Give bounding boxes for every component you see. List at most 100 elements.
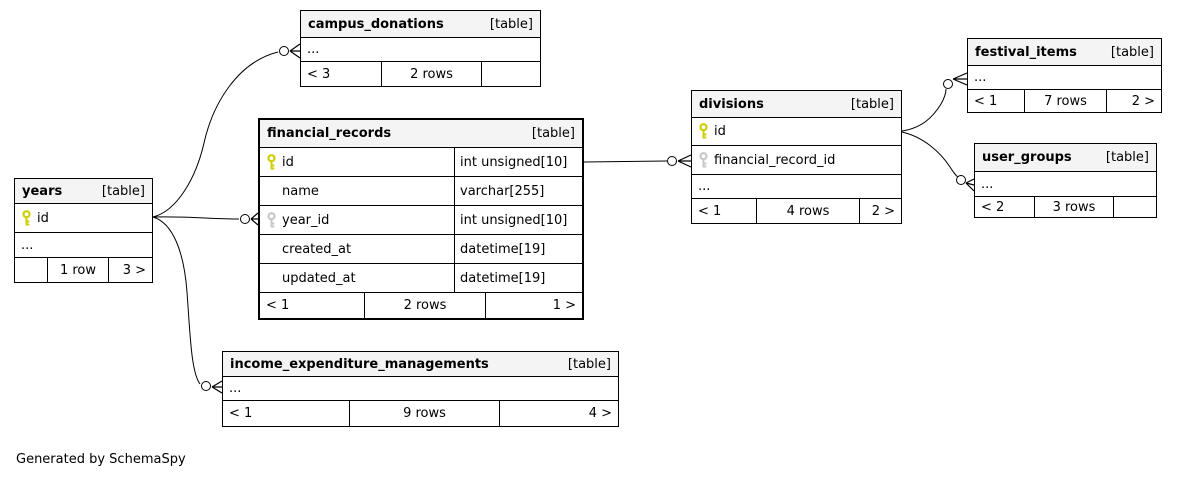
table-name[interactable]: user_groups [982, 150, 1072, 165]
table-header: festival_items [table] [968, 39, 1161, 66]
crow-foot-icon [211, 380, 223, 394]
table-years[interactable]: years [table] id ... 1 row 3 > [14, 178, 153, 283]
zero-or-one-circle-icon [956, 175, 966, 185]
primary-key-icon [15, 209, 37, 227]
table-header: divisions [table] [692, 91, 901, 118]
column-name: name [282, 183, 319, 199]
edge-years-income-expenditure [152, 216, 223, 394]
table-campus-donations[interactable]: campus_donations [table] ... < 3 2 rows [300, 10, 541, 87]
footer-parents-count: < 2 [981, 199, 1005, 215]
table-footer: 1 row 3 > [15, 258, 152, 282]
footer-children-count: 2 > [859, 199, 901, 223]
footer-parents-count: < 1 [229, 406, 253, 421]
table-header: years [table] [15, 179, 152, 204]
table-footer: < 2 3 rows [975, 197, 1156, 217]
column-row: ... [15, 233, 152, 258]
table-footer: < 1 9 rows 4 > [223, 401, 618, 426]
footer-row-count: 9 rows [349, 401, 499, 426]
table-footer: < 1 4 rows 2 > [692, 199, 901, 223]
zero-or-one-circle-icon [201, 381, 211, 391]
table-footer: < 3 2 rows [301, 62, 540, 86]
table-header: financial_records [table] [260, 120, 582, 148]
footer-parents-count: < 3 [307, 66, 331, 82]
table-type-tag: [table] [850, 96, 894, 112]
table-divisions[interactable]: divisions [table] id financial_record_id… [691, 90, 902, 224]
crow-foot-icon [289, 43, 301, 59]
table-type-tag: [table] [567, 356, 611, 372]
table-type-tag: [table] [489, 16, 533, 32]
column-name: id [282, 154, 294, 170]
column-name: year_id [282, 212, 330, 228]
zero-or-one-circle-icon [240, 214, 250, 224]
foreign-key-icon [692, 151, 714, 169]
column-row: id [692, 118, 901, 146]
table-header: income_expenditure_managements [table] [223, 352, 618, 377]
column-row: id [15, 204, 152, 233]
table-financial-records[interactable]: financial_records [table] id int unsigne… [258, 118, 584, 320]
column-row: ... [223, 377, 618, 401]
column-type: datetime[19] [454, 264, 582, 292]
column-name: ... [307, 42, 320, 57]
zero-or-one-circle-icon [943, 79, 953, 89]
footer-children-count: 4 > [499, 401, 618, 426]
column-type: int unsigned[10] [454, 148, 582, 176]
zero-or-one-circle-icon [279, 46, 289, 56]
edge-divisions-user-groups [901, 131, 975, 192]
crow-foot-icon [677, 154, 692, 168]
footer-row-count: 4 rows [756, 199, 859, 223]
table-type-tag: [table] [1105, 150, 1149, 165]
column-name: ... [981, 176, 994, 192]
primary-key-icon [260, 153, 282, 171]
table-type-tag: [table] [531, 126, 575, 141]
edge-years-campus-donations [152, 43, 301, 218]
footer-parents-count: < 1 [266, 298, 290, 313]
crow-foot-icon [952, 72, 968, 86]
column-name: id [37, 210, 49, 226]
generator-note: Generated by SchemaSpy [16, 452, 186, 467]
table-type-tag: [table] [101, 183, 145, 199]
column-row: financial_record_id [692, 146, 901, 175]
column-row: created_at datetime[19] [260, 235, 582, 264]
table-footer: < 1 2 rows 1 > [260, 293, 582, 318]
column-row: name varchar[255] [260, 177, 582, 206]
table-name[interactable]: divisions [699, 96, 764, 112]
column-row: ... [968, 66, 1161, 90]
table-footer: < 1 7 rows 2 > [968, 90, 1161, 112]
table-header: campus_donations [table] [301, 11, 540, 38]
column-name: created_at [282, 241, 352, 257]
table-name[interactable]: campus_donations [308, 16, 444, 32]
footer-children-count [481, 62, 540, 86]
table-name[interactable]: financial_records [267, 126, 392, 141]
column-name: financial_record_id [714, 152, 836, 168]
edge-years-financial-records [152, 212, 259, 226]
column-name: ... [229, 381, 242, 396]
primary-key-icon [692, 123, 714, 140]
table-name[interactable]: income_expenditure_managements [230, 356, 489, 372]
footer-row-count: 1 row [47, 258, 108, 282]
footer-children-count: 1 > [485, 293, 582, 318]
edge-divisions-festival-items [901, 72, 968, 132]
table-name[interactable]: years [22, 183, 63, 199]
footer-children-count [1113, 197, 1156, 217]
table-name[interactable]: festival_items [975, 44, 1077, 60]
column-name: ... [698, 179, 711, 194]
table-type-tag: [table] [1110, 44, 1154, 60]
column-name: ... [974, 70, 987, 85]
table-user-groups[interactable]: user_groups [table] ... < 2 3 rows [974, 143, 1157, 218]
table-income-expenditure-managements[interactable]: income_expenditure_managements [table] .… [222, 351, 619, 427]
column-type: varchar[255] [454, 177, 582, 205]
footer-row-count: 3 rows [1034, 197, 1113, 217]
column-row: year_id int unsigned[10] [260, 206, 582, 235]
column-type: datetime[19] [454, 235, 582, 263]
footer-parents-count: < 1 [974, 93, 998, 109]
table-festival-items[interactable]: festival_items [table] ... < 1 7 rows 2 … [967, 38, 1162, 113]
foreign-key-icon [260, 211, 282, 229]
column-row: ... [975, 172, 1156, 197]
crow-foot-icon [965, 178, 975, 192]
footer-row-count: 2 rows [381, 62, 481, 86]
footer-row-count: 2 rows [364, 293, 485, 318]
crow-foot-icon [250, 212, 259, 226]
footer-children-count: 3 > [108, 258, 152, 282]
